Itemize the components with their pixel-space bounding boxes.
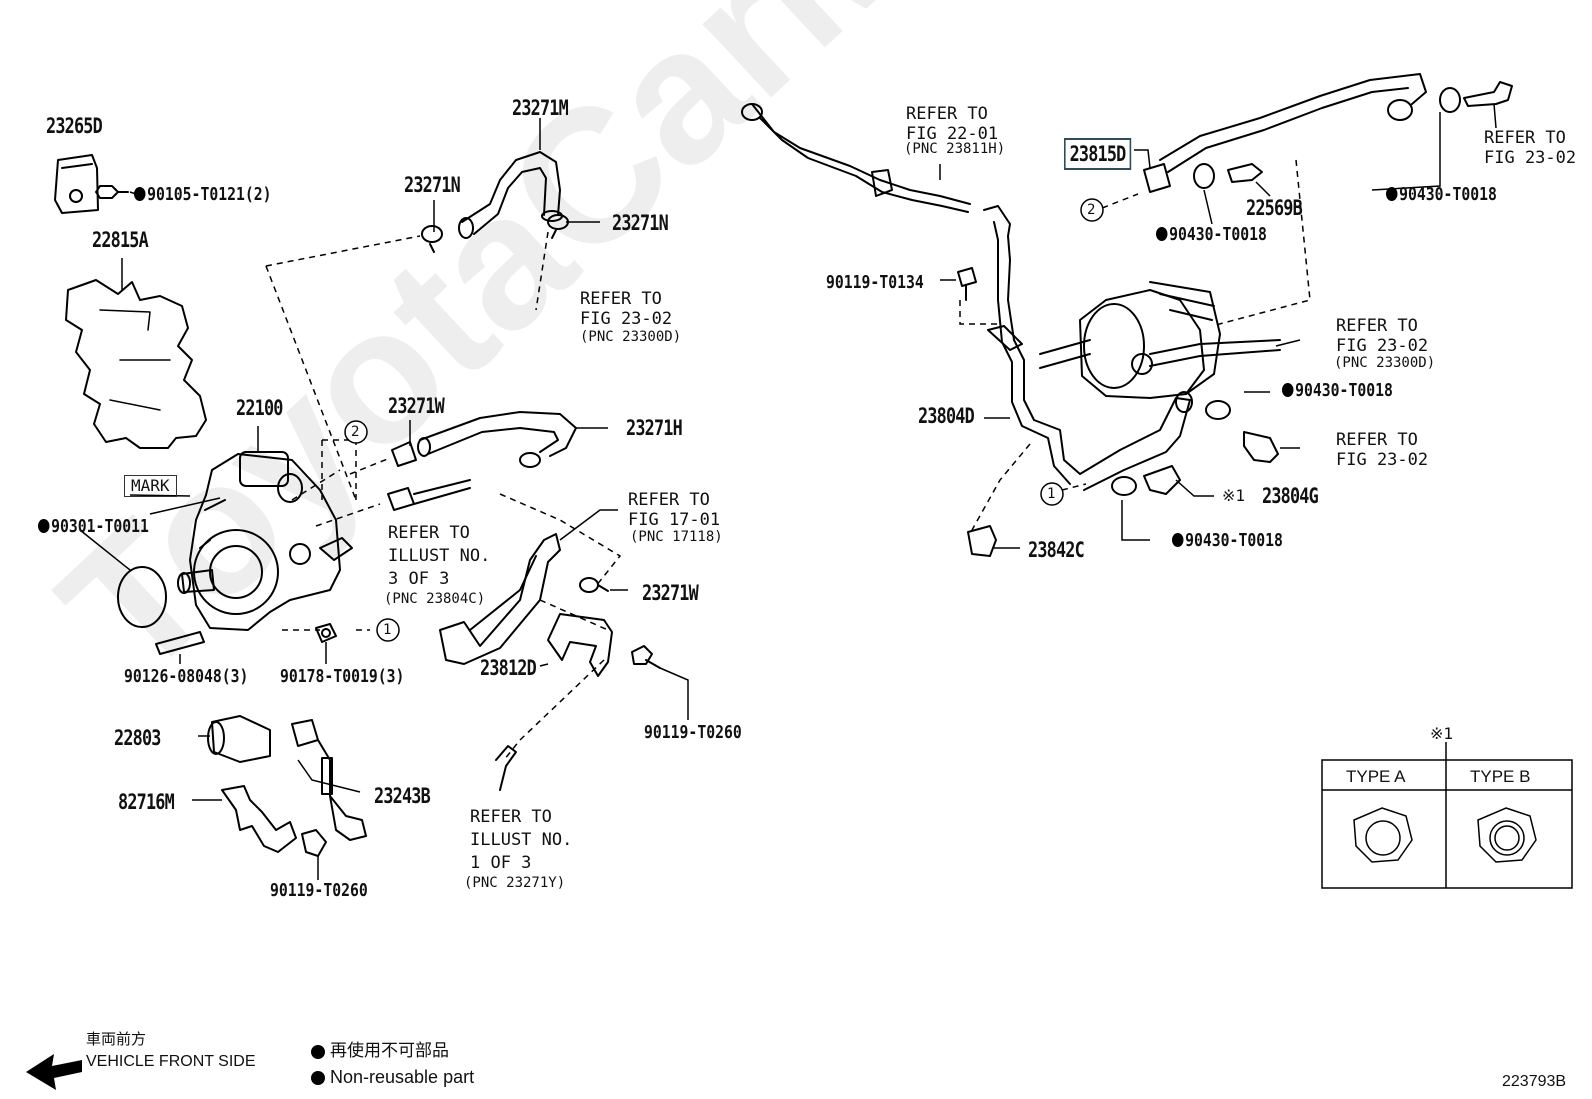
pnc-23300D-a: (PNC 23300D) [580, 329, 682, 345]
part-23842C[interactable]: 23842C [1028, 538, 1085, 562]
pipe-23804D-drawing [983, 205, 1081, 485]
o-ring-90301-drawing [117, 566, 167, 628]
note-mark-1: ※1 [1222, 486, 1246, 505]
part-22569B[interactable]: 22569B [1246, 196, 1303, 220]
ref-fig-23-02-a[interactable]: REFER TO FIG 23-02 [580, 289, 673, 329]
hose-23271H-drawing [419, 411, 577, 457]
part-23271H[interactable]: 23271H [626, 416, 683, 440]
bracket-23812D-drawing [439, 533, 561, 665]
hose-23815D-drawing [1159, 73, 1427, 173]
ref-fig-17-01[interactable]: REFER TO FIG 17-01 [628, 490, 721, 530]
bracket-23265D-drawing [54, 154, 99, 214]
part-90178-T0019[interactable]: 90178-T0019(3) [280, 666, 405, 687]
part-23812D[interactable]: 23812D [480, 656, 537, 680]
part-22100[interactable]: 22100 [236, 396, 283, 420]
part-82716M[interactable]: 82716M [118, 790, 175, 814]
pnc-23811H: (PNC 23811H) [904, 141, 1006, 157]
circle-1-left: 1 [383, 622, 392, 638]
part-90430-T0018-c[interactable]: 90430-T0018 [1282, 382, 1393, 400]
part-23265D[interactable]: 23265D [46, 114, 103, 138]
ref-fig-22-01[interactable]: REFER TO FIG 22-01 [906, 104, 999, 144]
circle-1-right: 1 [1047, 486, 1056, 502]
part-23243B[interactable]: 23243B [374, 784, 431, 808]
non-reusable-dot-icon [38, 516, 51, 537]
part-23815D[interactable]: 23815D [1064, 138, 1132, 170]
type-b-label: TYPE B [1470, 767, 1531, 786]
pnc-23271Y: (PNC 23271Y) [464, 875, 566, 891]
pnc-23300D-b: (PNC 23300D) [1334, 355, 1436, 371]
front-arrow-icon [26, 1054, 82, 1090]
hose-23271M-drawing [461, 151, 561, 235]
bolt-90105-drawing [95, 185, 129, 199]
pnc-17118: (PNC 17118) [630, 529, 723, 545]
vehicle-front-jp: 車両前方 [86, 1031, 147, 1048]
part-90126-08048[interactable]: 90126-08048(3) [124, 666, 249, 687]
circle-2-right: 2 [1087, 202, 1096, 218]
sensor-23243B-drawing [291, 719, 367, 841]
part-90430-T0018-d[interactable]: 90430-T0018 [1172, 532, 1283, 550]
part-90301-T0011[interactable]: 90301-T0011 [38, 518, 149, 536]
ref-illust-1[interactable]: REFER TO ILLUST NO. 1 OF 3 [470, 807, 573, 873]
non-reusable-en: Non-reusable part [330, 1067, 475, 1087]
part-90119-T0260-a[interactable]: 90119-T0260 [644, 722, 742, 743]
ref-fig-23-02-b[interactable]: REFER TO FIG 23-02 [1484, 128, 1577, 168]
figure-id: 223793B [1502, 1073, 1567, 1090]
type-table-drawing [1321, 742, 1573, 889]
part-23271N-upper[interactable]: 23271N [404, 173, 461, 197]
part-90430-T0018-a[interactable]: 90430-T0018 [1386, 186, 1497, 204]
part-90119-T0260-b[interactable]: 90119-T0260 [270, 880, 368, 901]
part-22815A[interactable]: 22815A [92, 228, 149, 252]
insulator-22815A-drawing [65, 279, 207, 449]
sensor-22803-drawing [211, 715, 271, 763]
non-reusable-jp: 再使用不可部品 [330, 1041, 449, 1060]
part-23271N-lower[interactable]: 23271N [612, 211, 669, 235]
part-23271W-lower[interactable]: 23271W [642, 581, 699, 605]
ref-fig-23-02-d[interactable]: REFER TO FIG 23-02 [1336, 430, 1429, 470]
type-table-note: ※1 [1430, 724, 1454, 743]
part-90430-T0018-b[interactable]: 90430-T0018 [1156, 226, 1267, 244]
part-23271W-upper[interactable]: 23271W [388, 394, 445, 418]
ref-fig-23-02-c[interactable]: REFER TO FIG 23-02 [1336, 316, 1429, 356]
part-23271M[interactable]: 23271M [512, 96, 569, 120]
pnc-23804C: (PNC 23804C) [384, 591, 486, 607]
fuel-pump-22100-drawing [177, 451, 353, 631]
ref-illust-3[interactable]: REFER TO ILLUST NO. 3 OF 3 [388, 523, 491, 589]
pump-23815D-drawing [1039, 281, 1281, 399]
part-90119-T0134[interactable]: 90119-T0134 [826, 272, 924, 293]
mark-label: MARK [124, 475, 177, 497]
vehicle-front-en: VEHICLE FRONT SIDE [86, 1053, 256, 1070]
part-22803[interactable]: 22803 [114, 726, 161, 750]
part-23804D[interactable]: 23804D [918, 404, 975, 428]
part-90301-label: 90301-T0011 [51, 516, 149, 537]
bracket-82716M-drawing [221, 785, 297, 853]
circle-2-left: 2 [351, 424, 360, 440]
type-a-label: TYPE A [1346, 767, 1406, 786]
pipe-23811H-drawing [751, 103, 971, 213]
part-90105-T0121[interactable]: 90105-T0121(2) [134, 186, 271, 204]
part-23804G[interactable]: 23804G [1262, 484, 1319, 508]
